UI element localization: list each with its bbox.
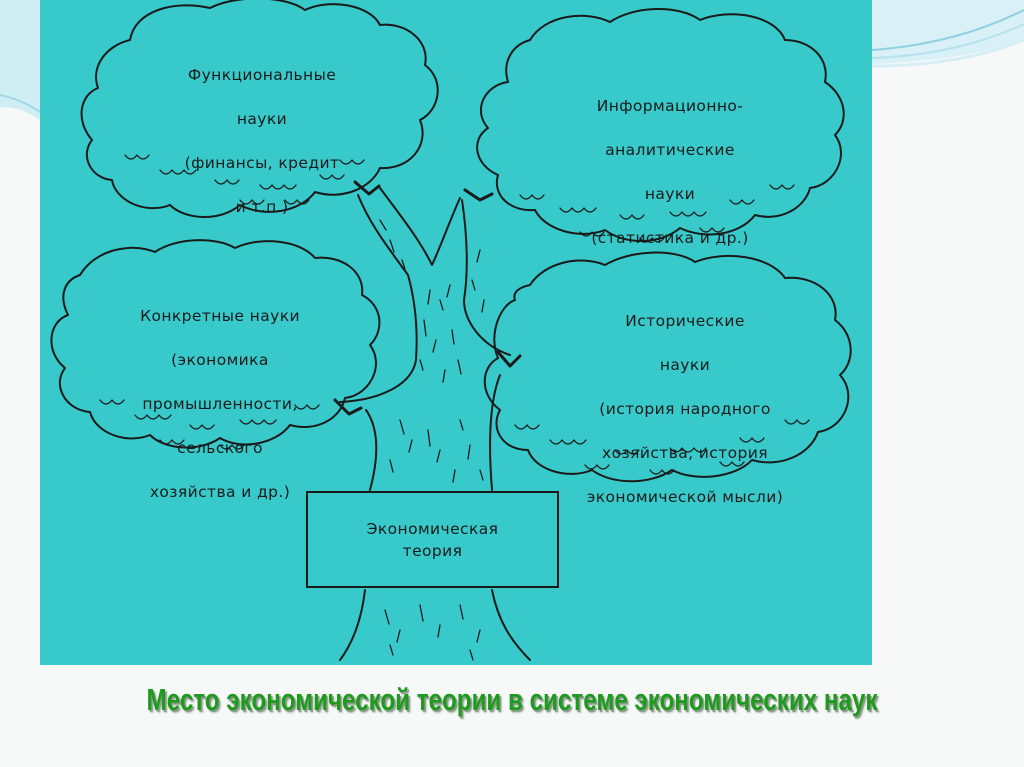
top-right-swoosh-line-1 <box>871 9 1024 51</box>
branch-joint-left-upper <box>353 180 381 196</box>
crown-historical-line-2: науки <box>659 356 711 374</box>
crown-historical-line-5: экономической мысли) <box>586 488 784 506</box>
crown-informational-line-2: аналитические <box>605 141 735 159</box>
crown-functional-line-3: (финансы, кредит <box>184 154 340 172</box>
crown-informational-line-3: науки <box>644 185 696 203</box>
top-left-swoosh-line <box>0 94 41 113</box>
crown-informational-label: Информационно- аналитические науки (стат… <box>540 73 800 271</box>
economic-theory-line-2: теория <box>402 541 463 560</box>
tree-trunk <box>339 187 531 661</box>
crown-concrete-fringe <box>99 399 320 450</box>
crown-historical-outline <box>483 251 852 483</box>
branch-joint-right-lower <box>496 350 522 368</box>
crown-historical-line-4: хозяйства, история <box>602 444 768 462</box>
crown-informational-fringe <box>519 184 795 243</box>
crown-concrete-line-5: хозяйства и др.) <box>149 483 291 501</box>
crown-functional-line-1: Функциональные <box>187 66 337 84</box>
crown-concrete-label: Конкретные науки (экономика промышленнос… <box>95 283 345 525</box>
crown-historical-line-1: Исторические <box>625 312 745 330</box>
crown-informational-line-4: (статистика и др.) <box>591 229 749 247</box>
branch-joint-left-lower <box>333 398 363 416</box>
crown-concrete-line-4: сельского <box>177 439 263 457</box>
diagram-panel: Функциональные науки (финансы, кредит и … <box>40 0 872 665</box>
economic-theory-box: Экономическая теория <box>306 491 559 588</box>
crown-concrete-line-3: промышленности, <box>142 395 298 413</box>
crown-informational-outline <box>476 8 845 242</box>
crown-functional-outline <box>80 0 439 218</box>
crown-concrete-line-1: Конкретные науки <box>140 307 300 325</box>
crown-functional-line-2: науки <box>236 110 288 128</box>
crown-historical-label: Исторические науки (история народного хо… <box>545 288 825 530</box>
tree-drawing <box>50 0 852 661</box>
crown-informational-line-1: Информационно- <box>596 97 744 115</box>
top-right-swoosh-line-3 <box>871 38 1024 68</box>
top-right-swoosh-line-2 <box>871 23 1024 59</box>
crown-concrete-outline <box>50 239 381 449</box>
crown-concrete-line-2: (экономика <box>171 351 269 369</box>
branch-joint-right-upper <box>463 188 494 202</box>
top-left-swoosh <box>0 0 40 120</box>
slide-caption: Место экономической теории в системе эко… <box>146 682 878 717</box>
crown-functional-label: Функциональные науки (финансы, кредит и … <box>137 42 387 240</box>
economic-theory-line-1: Экономическая <box>366 519 499 538</box>
crown-historical-line-3: (история народного <box>599 400 771 418</box>
crown-functional-fringe <box>124 154 365 205</box>
top-right-swoosh <box>872 0 1024 64</box>
bark-texture <box>379 219 485 661</box>
crown-functional-line-4: и т.п.) <box>235 198 289 216</box>
crown-historical-fringe <box>514 419 810 475</box>
